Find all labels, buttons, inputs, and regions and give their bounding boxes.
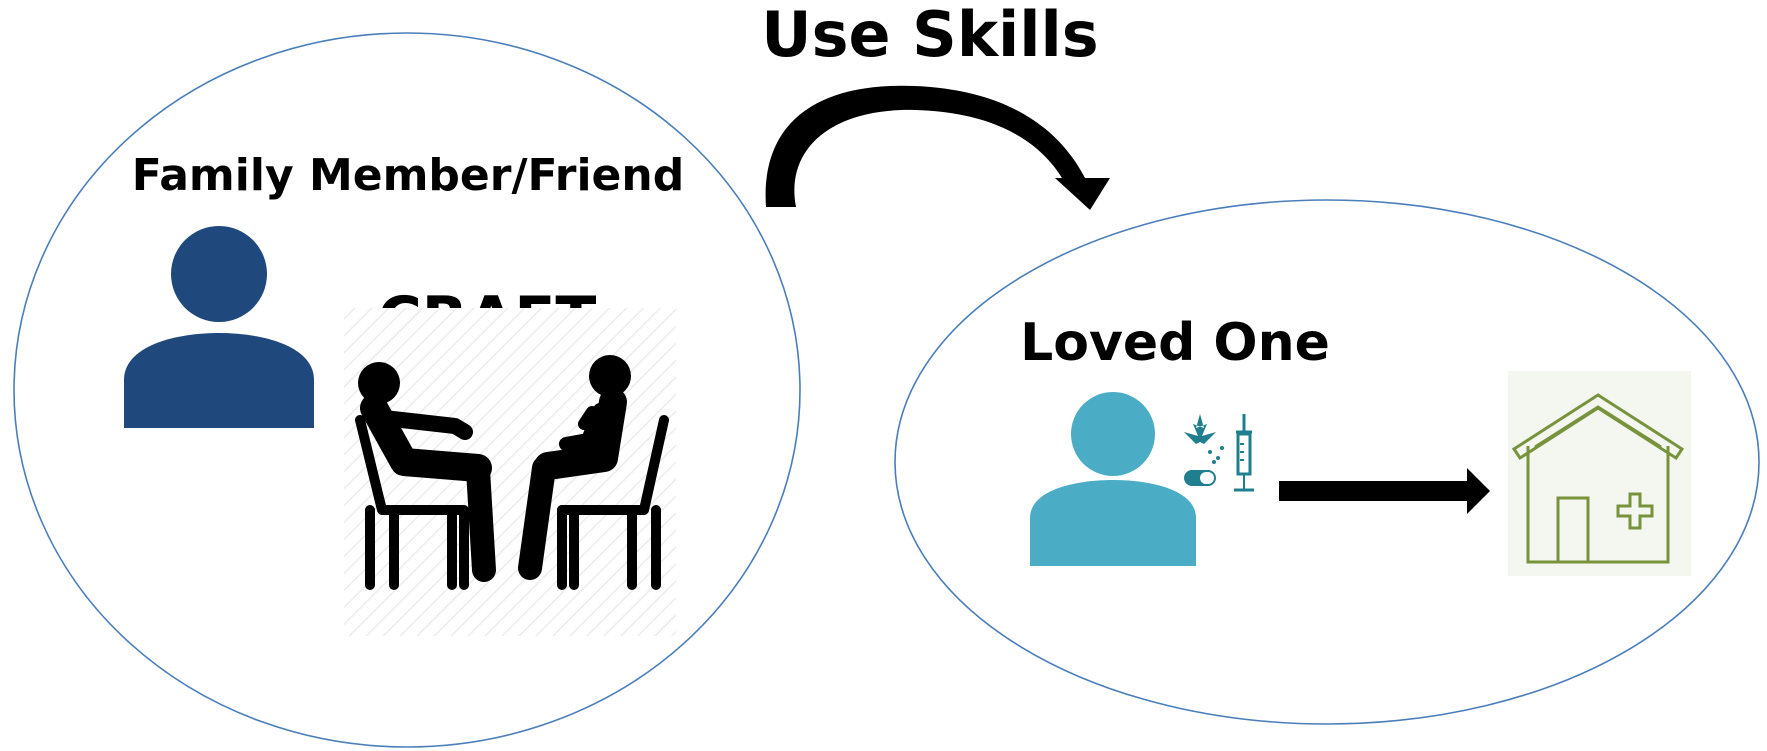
use-skills-label: Use Skills	[761, 0, 1098, 71]
curved-arrow-icon	[765, 85, 1110, 210]
craft-counseling-icon	[344, 308, 676, 636]
loved-one-title: Loved One	[1020, 313, 1330, 373]
family-member-group	[13, 32, 801, 748]
treatment-facility-icon	[1508, 371, 1691, 576]
loved-one-group	[894, 199, 1760, 725]
person-icon	[1030, 392, 1196, 566]
person-icon	[124, 226, 314, 428]
substance-use-icon	[1184, 414, 1254, 492]
right-arrow-icon	[1279, 468, 1490, 514]
family-member-title: Family Member/Friend	[132, 150, 684, 201]
